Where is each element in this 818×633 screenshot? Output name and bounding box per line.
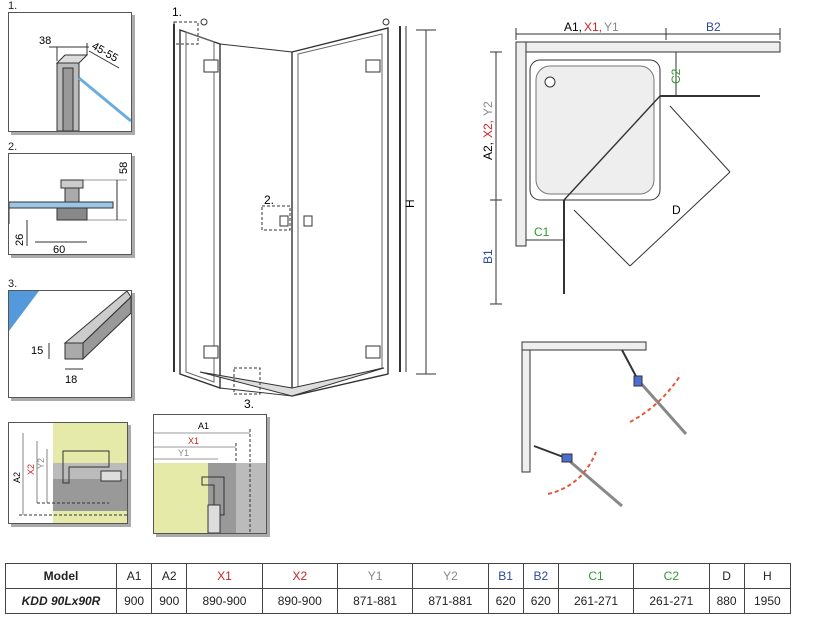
callout-2: 2. (264, 193, 274, 207)
detail-1-drawing: 38 45-55 (39, 35, 131, 131)
table-header-row: Model A1 A2 X1 X2 Y1 Y2 B1 B2 C1 C2 D H (5, 563, 792, 589)
table-cell: 620 (522, 588, 559, 614)
table-header: C2 (633, 563, 710, 589)
label-c1: C1 (534, 225, 550, 239)
detail-5-a1: A1 (198, 421, 209, 431)
detail-2-dim-w: 60 (53, 244, 65, 254)
label-x2: X2, (481, 120, 495, 138)
detail-3-dim-h: 15 (31, 345, 43, 357)
detail-3-dim-w: 18 (65, 374, 77, 386)
label-a1: A1, (564, 20, 582, 34)
table-header: D (708, 563, 745, 589)
table-header: B1 (487, 563, 524, 589)
detail-2-dim-v: 26 (14, 234, 26, 246)
detail-2-drawing: 58 26 60 (9, 162, 130, 254)
table-cell: KDD 90Lx90R (5, 588, 117, 614)
table-header: A2 (151, 563, 188, 589)
table-header: X1 (186, 563, 263, 589)
label-a2: A2, (481, 142, 495, 160)
detail-1-dim-a: 38 (39, 35, 51, 47)
table-cell: 890-900 (186, 588, 263, 614)
detail-2-dim-h: 58 (118, 162, 130, 174)
detail-2-label: 2. (8, 141, 18, 153)
detail-5-panel: A1 X1 Y1 (153, 414, 267, 534)
detail-4-x2: X2 (26, 464, 36, 475)
detail-4-y2: Y2 (36, 458, 46, 469)
callout-1: 1. (172, 5, 182, 19)
table-cell: 1950 (743, 588, 792, 614)
detail-3-drawing: 15 18 (9, 291, 131, 386)
detail-1-panel: 38 45-55 (8, 12, 132, 132)
detail-5-x1: X1 (188, 436, 199, 446)
table-header: B2 (522, 563, 559, 589)
label-y1: Y1 (604, 20, 619, 34)
detail-5-drawing: A1 X1 Y1 (154, 421, 266, 533)
label-b1: B1 (481, 249, 495, 264)
table-header: A1 (115, 563, 153, 589)
table-header: C1 (557, 563, 635, 589)
table-header: Model (5, 563, 117, 589)
top-view-drawing: A1, X1, Y1 B2 A2, X2, Y2 B1 C2 C1 D (481, 20, 781, 305)
table-cell: 261-271 (557, 588, 635, 614)
table-header: X2 (261, 563, 338, 589)
table-cell: 871-881 (412, 588, 489, 614)
spec-table: Model A1 A2 X1 X2 Y1 Y2 B1 B2 C1 C2 D H … (5, 563, 792, 614)
table-cell: 880 (708, 588, 745, 614)
table-cell: 261-271 (633, 588, 710, 614)
opening-schematic (521, 341, 688, 508)
table-header: Y2 (412, 563, 489, 589)
detail-2-panel: 58 26 60 (8, 153, 132, 255)
detail-1-label: 1. (8, 0, 18, 12)
detail-1-dim-b: 45-55 (90, 40, 120, 64)
detail-4-drawing: A2 X2 Y2 (12, 423, 127, 523)
label-x1: X1, (584, 20, 602, 34)
table-cell: 900 (151, 588, 188, 614)
table-row: KDD 90Lx90R 900 900 890-900 890-900 871-… (5, 588, 792, 614)
table-cell: 900 (115, 588, 153, 614)
callout-3: 3. (244, 397, 254, 410)
table-cell: 871-881 (336, 588, 414, 614)
detail-4-a2: A2 (12, 472, 22, 483)
label-d: D (672, 203, 681, 217)
label-c2: C2 (669, 68, 683, 84)
detail-3-panel: 15 18 (8, 290, 132, 398)
detail-5-y1: Y1 (178, 448, 189, 458)
table-cell: 890-900 (261, 588, 338, 614)
table-header: Y1 (336, 563, 414, 589)
detail-4-panel: A2 X2 Y2 (8, 422, 128, 524)
label-b2: B2 (706, 20, 721, 34)
table-cell: 620 (487, 588, 524, 614)
height-label: H (403, 199, 417, 208)
label-y2: Y2 (481, 101, 495, 116)
front-view-drawing: 1. 2. 3. H (172, 5, 436, 410)
detail-3-label: 3. (8, 278, 18, 290)
table-header: H (743, 563, 792, 589)
